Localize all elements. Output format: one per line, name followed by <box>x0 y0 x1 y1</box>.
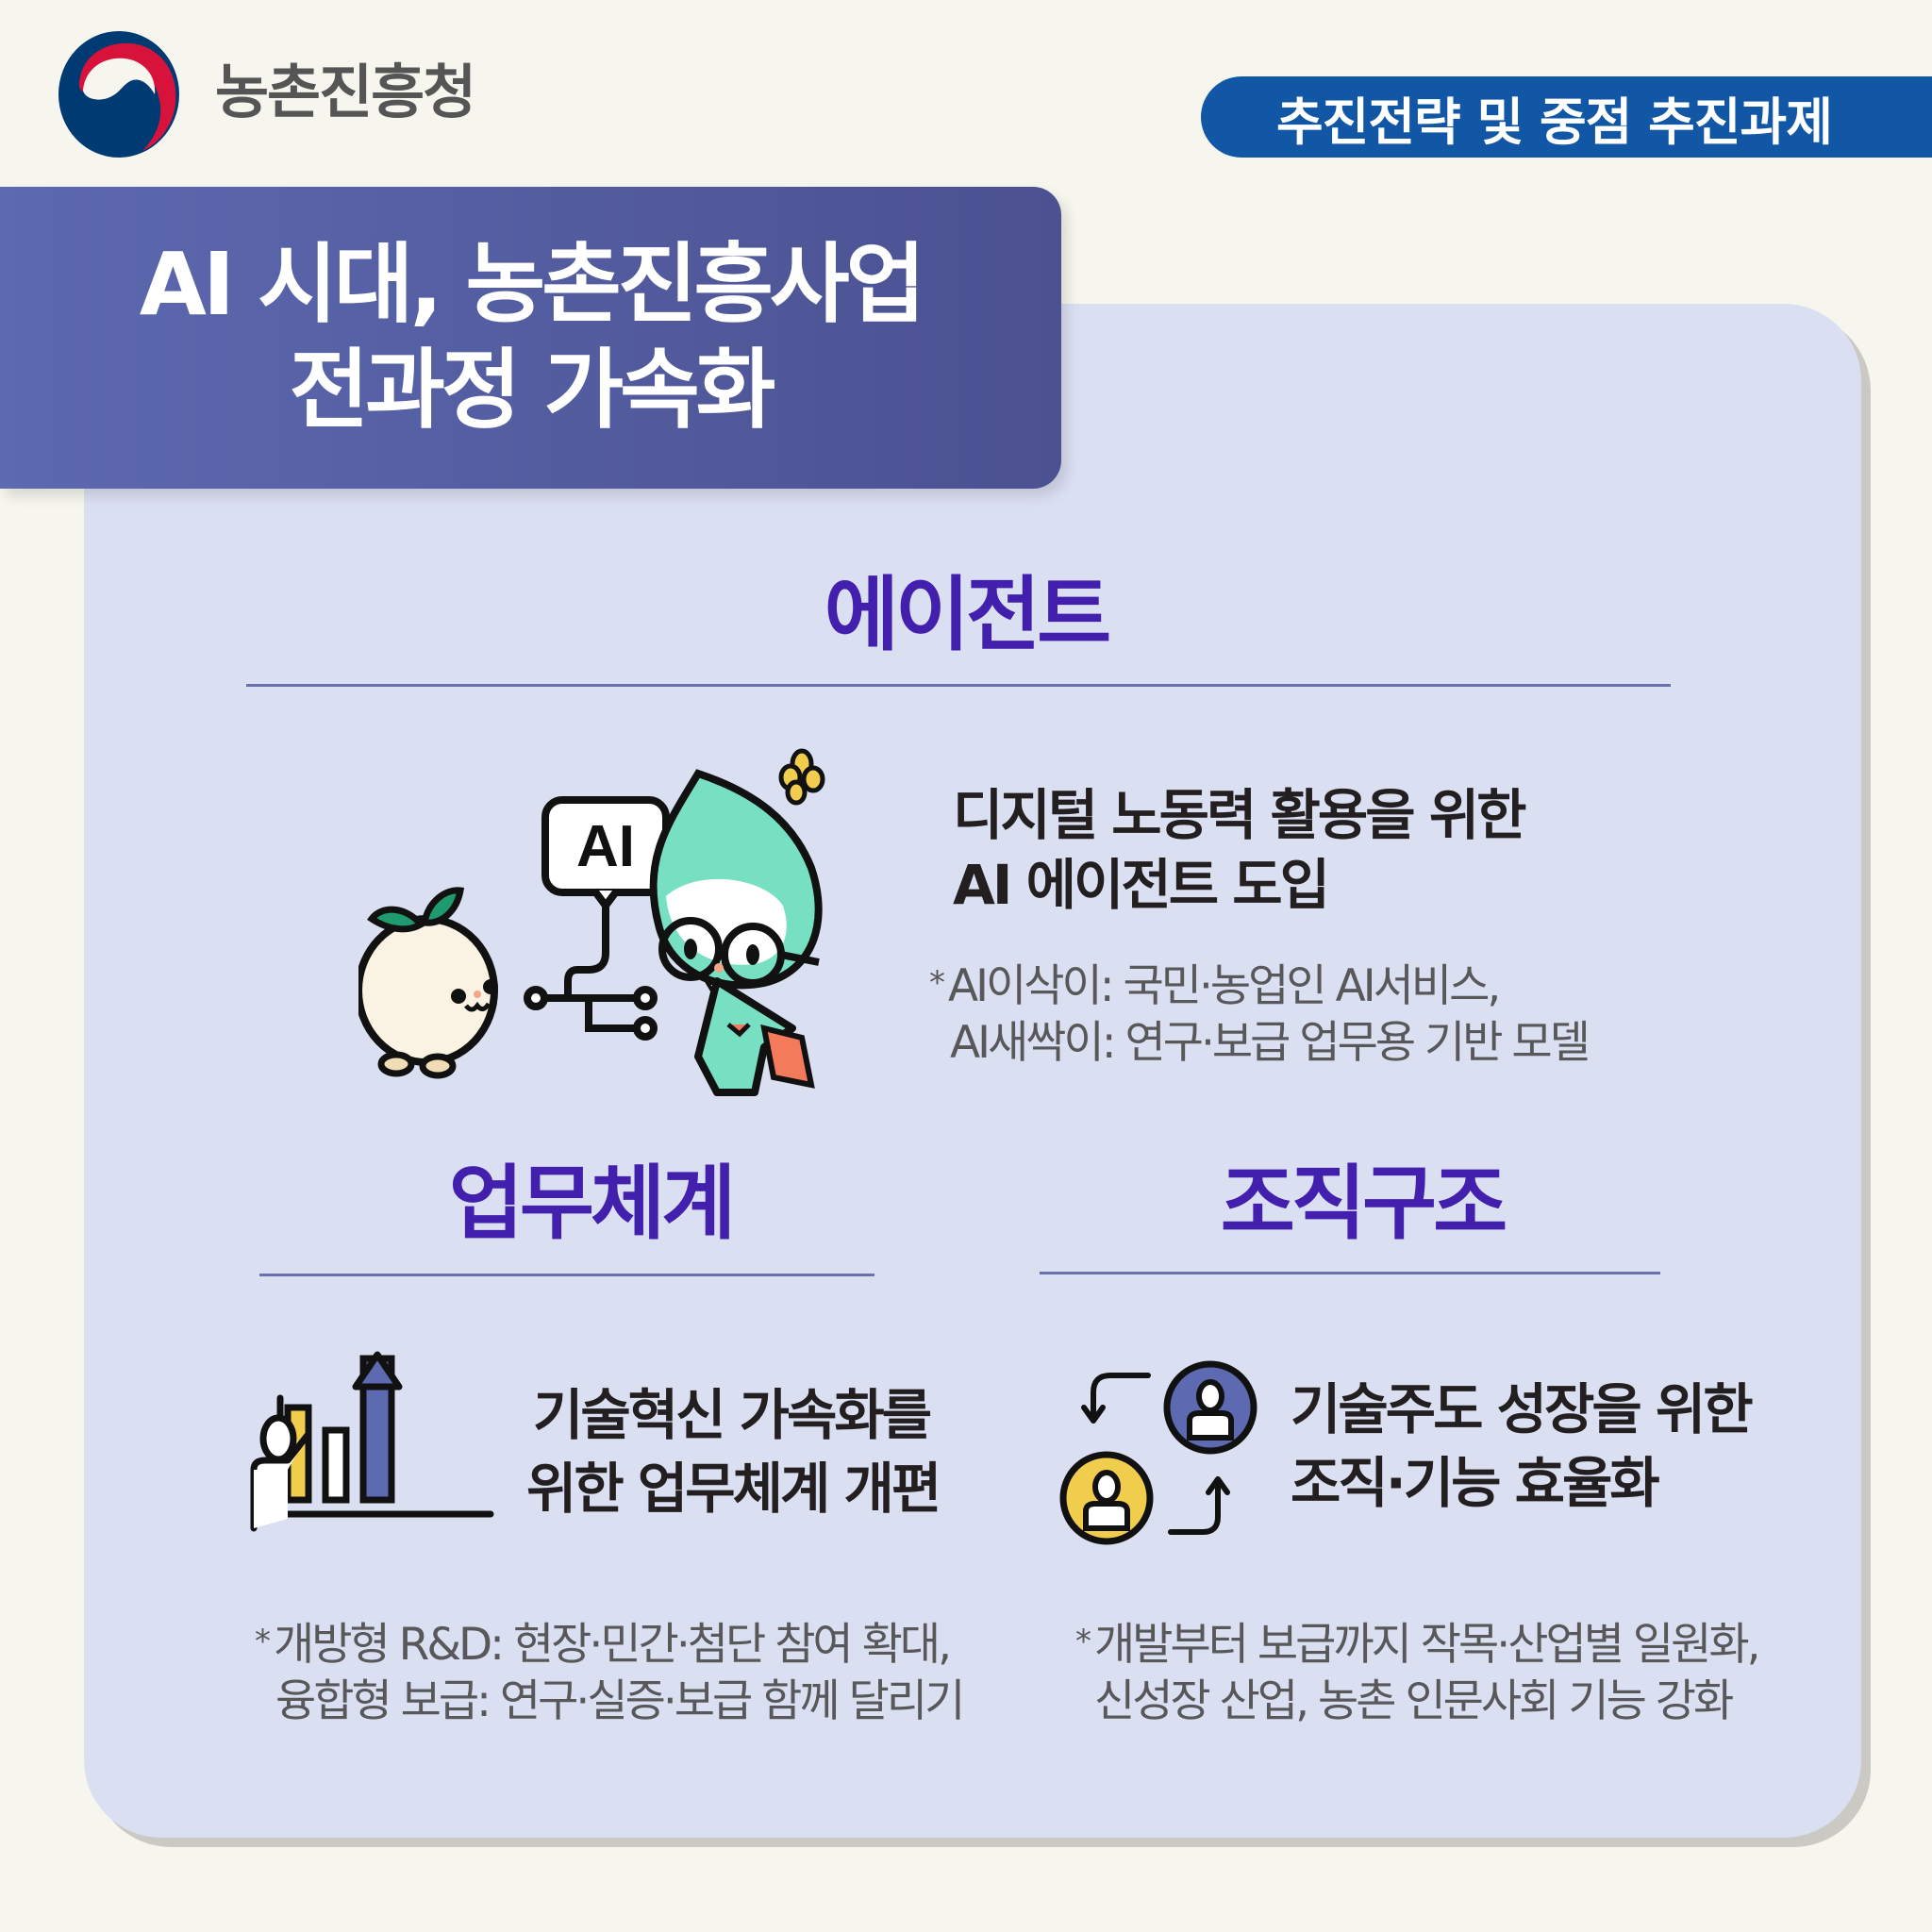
organization-note-line-2: 신성장 산업, 농촌 인문사회 기능 강화 <box>1094 1675 1734 1727</box>
ai-speech-bubble-icon: AI <box>541 796 670 909</box>
organization-note-line-1: *개발부터 보급까지 작목·산업별 일원화, <box>1075 1619 1761 1671</box>
title-banner: AI 시대, 농촌진흥사업 전과정 가속화 <box>0 187 1061 489</box>
workflow-divider <box>259 1274 874 1276</box>
leaf-mascot-icon <box>649 748 825 1096</box>
growth-chart-presenter-icon <box>250 1349 495 1538</box>
workflow-main-line-2: 위한 업무체계 개편 <box>526 1457 941 1521</box>
title-line-2: 전과정 가속화 <box>289 340 776 441</box>
agent-note-line-1: *AI이삭이: 국민·농업인 AI서비스, <box>929 960 1501 1012</box>
mascots-illustration: AI <box>355 745 906 1104</box>
agent-heading: 에이전트 <box>824 568 1111 662</box>
circuit-lines-icon <box>524 902 658 1041</box>
organization-main-line-1: 기술주도 성장을 위한 <box>1291 1377 1754 1441</box>
people-exchange-icon <box>1052 1358 1269 1547</box>
agent-main-line-1: 디지털 노동력 활용을 위한 <box>953 783 1527 847</box>
category-pill: 추진전략 및 중점 추진과제 <box>1201 76 1932 158</box>
sprout-mascot-icon <box>355 887 498 1079</box>
agent-divider <box>246 684 1671 687</box>
organization-divider <box>1040 1272 1660 1274</box>
agent-note-line-2: AI새싹이: 연구·보급 업무용 기반 모델 <box>950 1017 1591 1069</box>
organization-heading: 조직구조 <box>1220 1157 1507 1251</box>
workflow-note-line-2: 융합형 보급: 연구·실증·보급 함께 달리기 <box>275 1675 965 1727</box>
organization-main-line-2: 조직·기능 효율화 <box>1291 1451 1660 1515</box>
workflow-note-line-1: *개방형 R&D: 현장·민간·첨단 참여 확대, <box>255 1619 952 1671</box>
svg-text:AI: AI <box>576 814 635 879</box>
workflow-heading: 업무체계 <box>448 1157 736 1251</box>
org-name: 농촌진흥청 <box>215 58 476 126</box>
agent-main-line-2: AI 에이전트 도입 <box>953 853 1330 917</box>
category-label: 추진전략 및 중점 추진과제 <box>1276 92 1833 152</box>
taegeuk-emblem-icon <box>53 28 189 160</box>
content-card <box>84 304 1861 1838</box>
title-line-1: AI 시대, 농촌진흥사업 <box>139 234 926 335</box>
workflow-main-line-1: 기술혁신 가속화를 <box>533 1383 932 1447</box>
